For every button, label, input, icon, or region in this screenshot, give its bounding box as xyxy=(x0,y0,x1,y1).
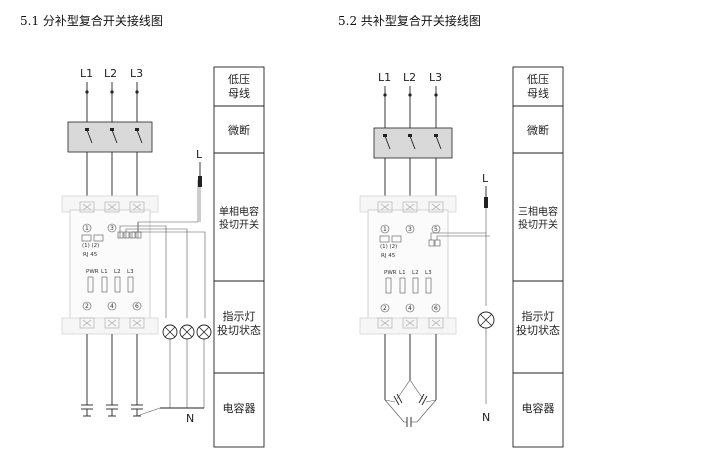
right-indicator-pwr: PWR xyxy=(384,270,397,276)
right-panel-bus-line1: 低压 xyxy=(527,73,549,86)
right-indicator-l3: L3 xyxy=(425,270,432,276)
left-panel-switch-line2: 投切开关 xyxy=(219,218,259,231)
right-legend-panel: 低压 母线 微断 三相电容 投切开关 指示灯 投切状态 电容器 xyxy=(512,66,564,448)
right-capacitor-delta xyxy=(384,334,437,427)
left-indicator-l2: L2 xyxy=(114,269,121,275)
right-terminal-5: 5 xyxy=(434,226,438,233)
left-indicator-lamps xyxy=(160,324,212,409)
left-indicator-l3: L3 xyxy=(127,269,134,275)
right-terminal-4: 4 xyxy=(408,305,412,312)
left-n-label: N xyxy=(186,412,194,425)
right-l-fuse xyxy=(484,186,488,212)
right-phase-l1: L1 xyxy=(378,71,391,84)
left-panel-lamp-line1: 指示灯 xyxy=(223,309,256,323)
right-indicator-lamp xyxy=(477,311,495,404)
left-indicator-l1: L1 xyxy=(101,269,108,275)
left-terminal-2: 2 xyxy=(85,303,89,310)
left-terminal-6: 6 xyxy=(135,303,139,310)
left-rj45-label: RJ 45 xyxy=(83,252,98,258)
right-diagram: L1 L2 L3 xyxy=(359,66,564,448)
left-terminal-3: 3 xyxy=(110,225,114,232)
right-phase-l3: L3 xyxy=(429,71,442,84)
left-panel-bus-line1: 低压 xyxy=(228,73,250,86)
left-terminal-4: 4 xyxy=(110,303,114,310)
left-phase-l2: L2 xyxy=(104,67,117,80)
left-panel-breaker: 微断 xyxy=(228,123,250,137)
right-signal-wires xyxy=(430,212,490,306)
right-l-label: L xyxy=(482,172,489,185)
left-legend-panel: 低压 母线 微断 单相电容 投切开关 指示灯 投切状态 电容器 xyxy=(213,66,265,448)
left-panel-bus-line2: 母线 xyxy=(228,86,250,100)
right-panel-switch-line1: 三相电容 xyxy=(518,205,558,218)
left-l-label: L xyxy=(196,148,203,161)
right-indicator-l2: L2 xyxy=(412,270,419,276)
right-panel-breaker: 微断 xyxy=(527,123,549,137)
right-breaker xyxy=(373,127,453,159)
right-diagram-heading: 5.2 共补型复合开关接线图 xyxy=(338,13,481,28)
right-terminal-3: 3 xyxy=(408,226,412,233)
left-terminal-1: 1 xyxy=(85,225,89,232)
right-n-label: N xyxy=(482,411,490,424)
right-terminal-2: 2 xyxy=(383,305,387,312)
right-rj45-label: RJ 45 xyxy=(381,253,396,259)
left-panel-switch-line1: 单相电容 xyxy=(219,205,259,218)
left-diagram: L1 L2 L3 xyxy=(61,66,265,448)
left-phase-l3: L3 xyxy=(130,67,143,80)
right-switch-device: 1 3 5 (1) (2) RJ 45 PWR L1 L2 L3 2 4 6 xyxy=(359,195,457,335)
left-panel-capacitor: 电容器 xyxy=(223,401,256,415)
left-switch-device: 1 3 (1) (2) RJ 45 PWR L1 L2 L3 2 xyxy=(61,195,159,335)
left-l-fuse xyxy=(198,162,202,222)
right-terminal-6: 6 xyxy=(434,305,438,312)
left-breaker xyxy=(67,121,153,153)
left-signal-wires xyxy=(119,180,206,318)
left-phase-l1: L1 xyxy=(80,67,93,80)
right-panel-capacitor: 电容器 xyxy=(522,401,555,415)
right-panel-lamp-line2: 投切状态 xyxy=(516,323,560,337)
left-capacitors xyxy=(81,334,161,417)
right-phase-l2: L2 xyxy=(403,71,416,84)
right-panel-bus-line2: 母线 xyxy=(527,86,549,100)
left-indicator-pwr: PWR xyxy=(86,269,99,275)
right-panel-switch-line2: 投切开关 xyxy=(518,218,558,231)
right-panel-lamp-line1: 指示灯 xyxy=(522,309,555,323)
left-port-labels: (1) (2) xyxy=(82,243,99,249)
left-diagram-heading: 5.1 分补型复合开关接线图 xyxy=(20,13,163,28)
right-port-labels: (1) (2) xyxy=(380,244,397,250)
left-panel-lamp-line2: 投切状态 xyxy=(217,323,261,337)
right-indicator-l1: L1 xyxy=(399,270,406,276)
right-terminal-1: 1 xyxy=(383,226,387,233)
